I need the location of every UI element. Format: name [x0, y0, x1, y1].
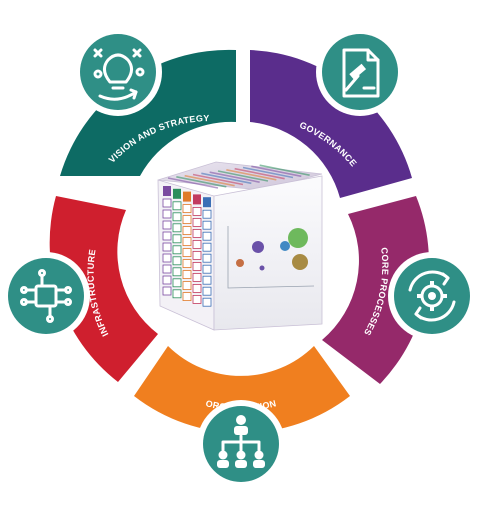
cube-top-stripe: [176, 176, 227, 188]
badge-governance[interactable]: [316, 28, 404, 116]
document-gavel-icon: [342, 48, 380, 98]
cube-top-stripe: [234, 167, 285, 180]
cube-table-cell: [162, 275, 172, 285]
cube-table-cell: [162, 242, 172, 252]
cube-table-cell: [192, 206, 202, 216]
cube-table-cell: [172, 212, 182, 222]
cube-table-cell: [192, 283, 202, 293]
cube-table-cell: [172, 278, 182, 288]
cube-table-cell: [192, 239, 202, 249]
cube-table-header: [183, 191, 191, 202]
cube-table-cell: [162, 209, 172, 219]
cube-table-cell: [182, 270, 192, 280]
cube-table-cell: [182, 237, 192, 247]
circuit-chip-icon: [20, 269, 72, 323]
badge-core-processes[interactable]: [388, 252, 476, 340]
cube-table-header: [193, 194, 201, 205]
cube-table-cell: [182, 226, 192, 236]
cube-table-cell: [202, 231, 212, 241]
cube-table-cell: [162, 220, 172, 230]
icon-badges: [2, 28, 476, 488]
badge-vision-and-strategy[interactable]: [74, 28, 162, 116]
cube-top-stripe: [167, 177, 219, 189]
cube-top-stripe: [226, 169, 277, 181]
cube-table-cell: [162, 253, 172, 263]
cube-top-stripe: [251, 165, 302, 178]
cube-top-stripe: [259, 164, 310, 176]
cube-table-cell: [202, 253, 212, 263]
cube-table-cell: [192, 294, 202, 304]
cube-table-cell: [182, 281, 192, 291]
cube-table-cell: [202, 275, 212, 285]
badge-infrastructure[interactable]: [2, 252, 90, 340]
cube-table-cell: [192, 261, 202, 271]
gear-cycle-icon: [408, 270, 456, 322]
cube-table-cell: [182, 215, 192, 225]
lightbulb-strategy-icon: [93, 48, 145, 101]
cube-bubble: [292, 254, 308, 270]
cube-table-cell: [172, 256, 182, 266]
cube-top-stripe: [201, 172, 252, 185]
badge-organization[interactable]: [197, 400, 285, 488]
central-cube-graphic: [157, 161, 323, 331]
cube-table-cell: [162, 264, 172, 274]
cube-bubble-chart: [227, 226, 315, 289]
ring-segments: [49, 49, 429, 434]
cube-table-header: [173, 188, 181, 199]
segment-core-processes[interactable]: [322, 196, 429, 384]
cube-top-stripe: [192, 173, 244, 186]
cube-top-stripe: [242, 166, 294, 179]
cube-side-table: [162, 186, 212, 307]
cube-table-cell: [202, 242, 212, 252]
cube-table-cell: [202, 209, 212, 219]
cube-table-cell: [192, 217, 202, 227]
cube-table-cell: [202, 264, 212, 274]
cube-table-cell: [192, 272, 202, 282]
cube-table-cell: [162, 286, 172, 296]
cube-table-cell: [202, 297, 212, 307]
cube-table-cell: [182, 248, 192, 258]
segment-vision-and-strategy[interactable]: [60, 49, 236, 176]
cube-table-cell: [162, 231, 172, 241]
cube-top-stripes: [167, 164, 310, 189]
cube-table-cell: [192, 228, 202, 238]
cube-table-cell: [182, 259, 192, 269]
cube-table-cell: [172, 289, 182, 299]
badge-circle: [8, 258, 84, 334]
cube-table-cell: [172, 267, 182, 277]
segment-governance[interactable]: [250, 50, 412, 198]
cube-top-stripe: [209, 171, 260, 183]
cube-table-cell: [162, 198, 172, 208]
cube-top-stripe: [217, 170, 269, 182]
cube-table-cell: [182, 292, 192, 302]
cube-table-cell: [172, 234, 182, 244]
org-chart-icon: [217, 415, 265, 468]
bubble-chart-axes: [227, 226, 315, 289]
cube-bubble: [288, 228, 308, 248]
cube-front-face: [213, 175, 323, 331]
cube-table-cell: [202, 220, 212, 230]
cube-table-cell: [202, 286, 212, 296]
cube-table-cell: [172, 223, 182, 233]
cube-bubble: [252, 241, 264, 253]
cube-bubble: [280, 241, 290, 251]
cube-top-stripe: [184, 174, 235, 187]
cube-bubble: [259, 265, 265, 271]
segment-infrastructure[interactable]: [49, 196, 158, 382]
cube-table-cell: [172, 201, 182, 211]
cube-table-cell: [172, 245, 182, 255]
cube-table-cell: [192, 250, 202, 260]
cube-table-header: [203, 197, 211, 208]
cube-bubble: [236, 259, 244, 267]
cube-table-cell: [182, 204, 192, 214]
segment-organization[interactable]: [134, 346, 350, 434]
cube-table-header: [163, 186, 171, 196]
